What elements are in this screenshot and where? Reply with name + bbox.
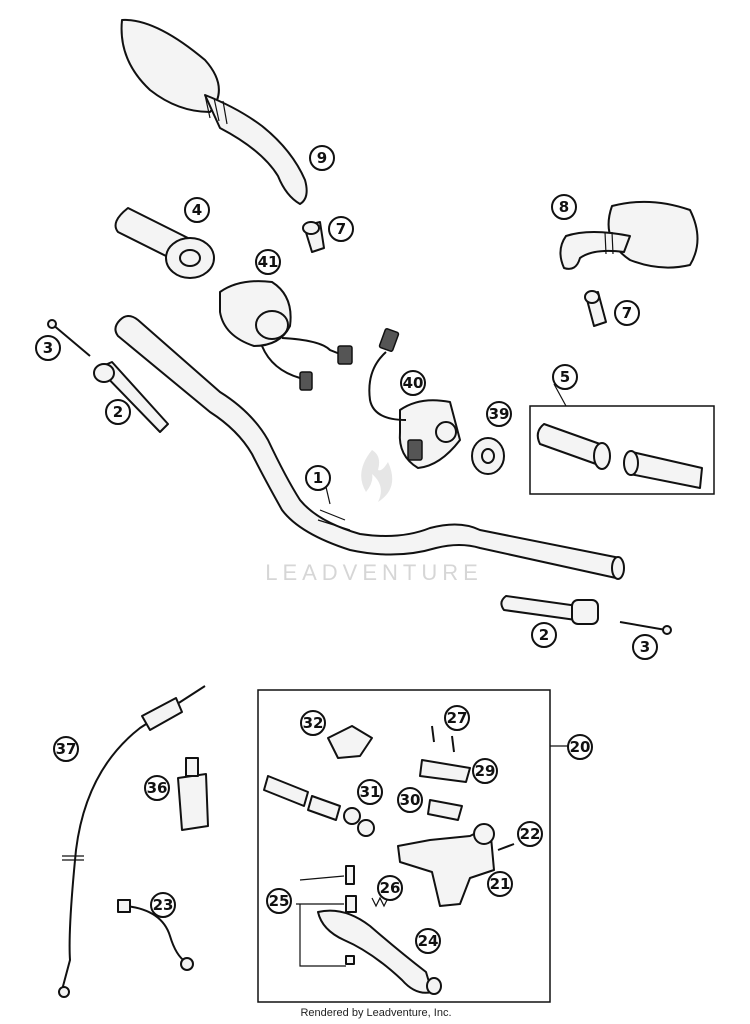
svg-text:27: 27 (447, 709, 468, 727)
svg-text:20: 20 (570, 738, 591, 756)
callout-23: 23 (150, 892, 176, 918)
hose[interactable] (117, 899, 194, 971)
svg-text:3: 3 (640, 638, 650, 656)
callout-7b: 7 (614, 300, 640, 326)
bolt-right[interactable] (619, 621, 672, 635)
bar-end-insert-left[interactable] (93, 361, 169, 433)
pin-set[interactable] (296, 865, 357, 967)
callout-36: 36 (144, 775, 170, 801)
spring[interactable] (371, 896, 389, 908)
screws[interactable] (431, 725, 455, 753)
callout-20: 20 (567, 734, 593, 760)
diaphragm[interactable] (427, 799, 463, 821)
callout-31: 31 (357, 779, 383, 805)
bar-end-weight-top[interactable] (302, 221, 325, 253)
bolt-left[interactable] (47, 319, 91, 357)
svg-text:2: 2 (113, 403, 123, 421)
handlebar[interactable] (114, 315, 625, 580)
svg-text:41: 41 (258, 253, 279, 271)
svg-text:25: 25 (269, 892, 290, 910)
svg-text:24: 24 (418, 932, 439, 950)
bar-end-weight-right[interactable] (584, 290, 607, 327)
svg-text:7: 7 (622, 304, 632, 322)
callout-25: 25 (266, 888, 292, 914)
svg-text:30: 30 (400, 791, 421, 809)
svg-text:1: 1 (313, 469, 323, 487)
callout-27: 27 (444, 705, 470, 731)
bar-end-insert-right[interactable] (500, 595, 599, 625)
svg-text:36: 36 (147, 779, 168, 797)
callout-29: 29 (472, 758, 498, 784)
piston-kit[interactable] (263, 775, 375, 837)
callout-3b: 3 (632, 634, 658, 660)
callout-30: 30 (397, 787, 423, 813)
callout-24: 24 (415, 928, 441, 954)
callout-8: 8 (551, 194, 577, 220)
svg-text:8: 8 (559, 198, 569, 216)
callout-32: 32 (300, 710, 326, 736)
callout-3: 3 (35, 335, 61, 361)
watermark-text: LEADVENTURE (265, 560, 483, 585)
svg-text:31: 31 (360, 783, 381, 801)
screw-22[interactable] (497, 843, 515, 851)
master-cylinder-box (257, 689, 568, 1003)
svg-text:7: 7 (336, 220, 346, 238)
callout-2b: 2 (531, 622, 557, 648)
svg-text:2: 2 (539, 626, 549, 644)
callout-21: 21 (487, 871, 513, 897)
callout-1: 1 (305, 465, 331, 491)
svg-text:21: 21 (490, 875, 511, 893)
callout-7: 7 (328, 216, 354, 242)
svg-text:3: 3 (43, 339, 53, 357)
svg-text:29: 29 (475, 762, 496, 780)
svg-text:5: 5 (560, 368, 570, 386)
svg-text:32: 32 (303, 714, 324, 732)
svg-text:9: 9 (317, 149, 327, 167)
svg-text:22: 22 (520, 825, 541, 843)
watermark: LEADVENTURE (265, 450, 483, 585)
mirror-right[interactable] (559, 200, 699, 270)
lever-bracket[interactable] (327, 725, 373, 759)
footer-credit: Rendered by Leadventure, Inc. (300, 1007, 451, 1019)
svg-text:4: 4 (192, 201, 202, 219)
callout-2: 2 (105, 399, 131, 425)
callout-4: 4 (184, 197, 210, 223)
svg-text:26: 26 (380, 879, 401, 897)
svg-text:37: 37 (56, 740, 77, 758)
mirror-left[interactable] (120, 18, 308, 205)
callout-22: 22 (517, 821, 543, 847)
callout-37: 37 (53, 736, 79, 762)
callout-26: 26 (377, 875, 403, 901)
left-switch[interactable] (219, 280, 353, 391)
callout-40: 40 (400, 370, 426, 396)
svg-text:23: 23 (153, 896, 174, 914)
right-switch[interactable] (368, 328, 461, 469)
callout-41: 41 (255, 249, 281, 275)
washer[interactable] (471, 437, 505, 475)
clutch-cable[interactable] (58, 685, 206, 998)
grip-left[interactable] (114, 207, 215, 279)
callout-9: 9 (309, 145, 335, 171)
callout-39: 39 (486, 401, 512, 427)
svg-text:40: 40 (403, 374, 424, 392)
callout-5: 5 (552, 364, 578, 390)
svg-text:39: 39 (489, 405, 510, 423)
master-cylinder-body[interactable] (397, 823, 495, 907)
oil-bottle[interactable] (177, 757, 209, 831)
reservoir-cover[interactable] (419, 759, 471, 783)
grip-set-box (529, 405, 715, 495)
clutch-lever[interactable] (317, 909, 442, 995)
